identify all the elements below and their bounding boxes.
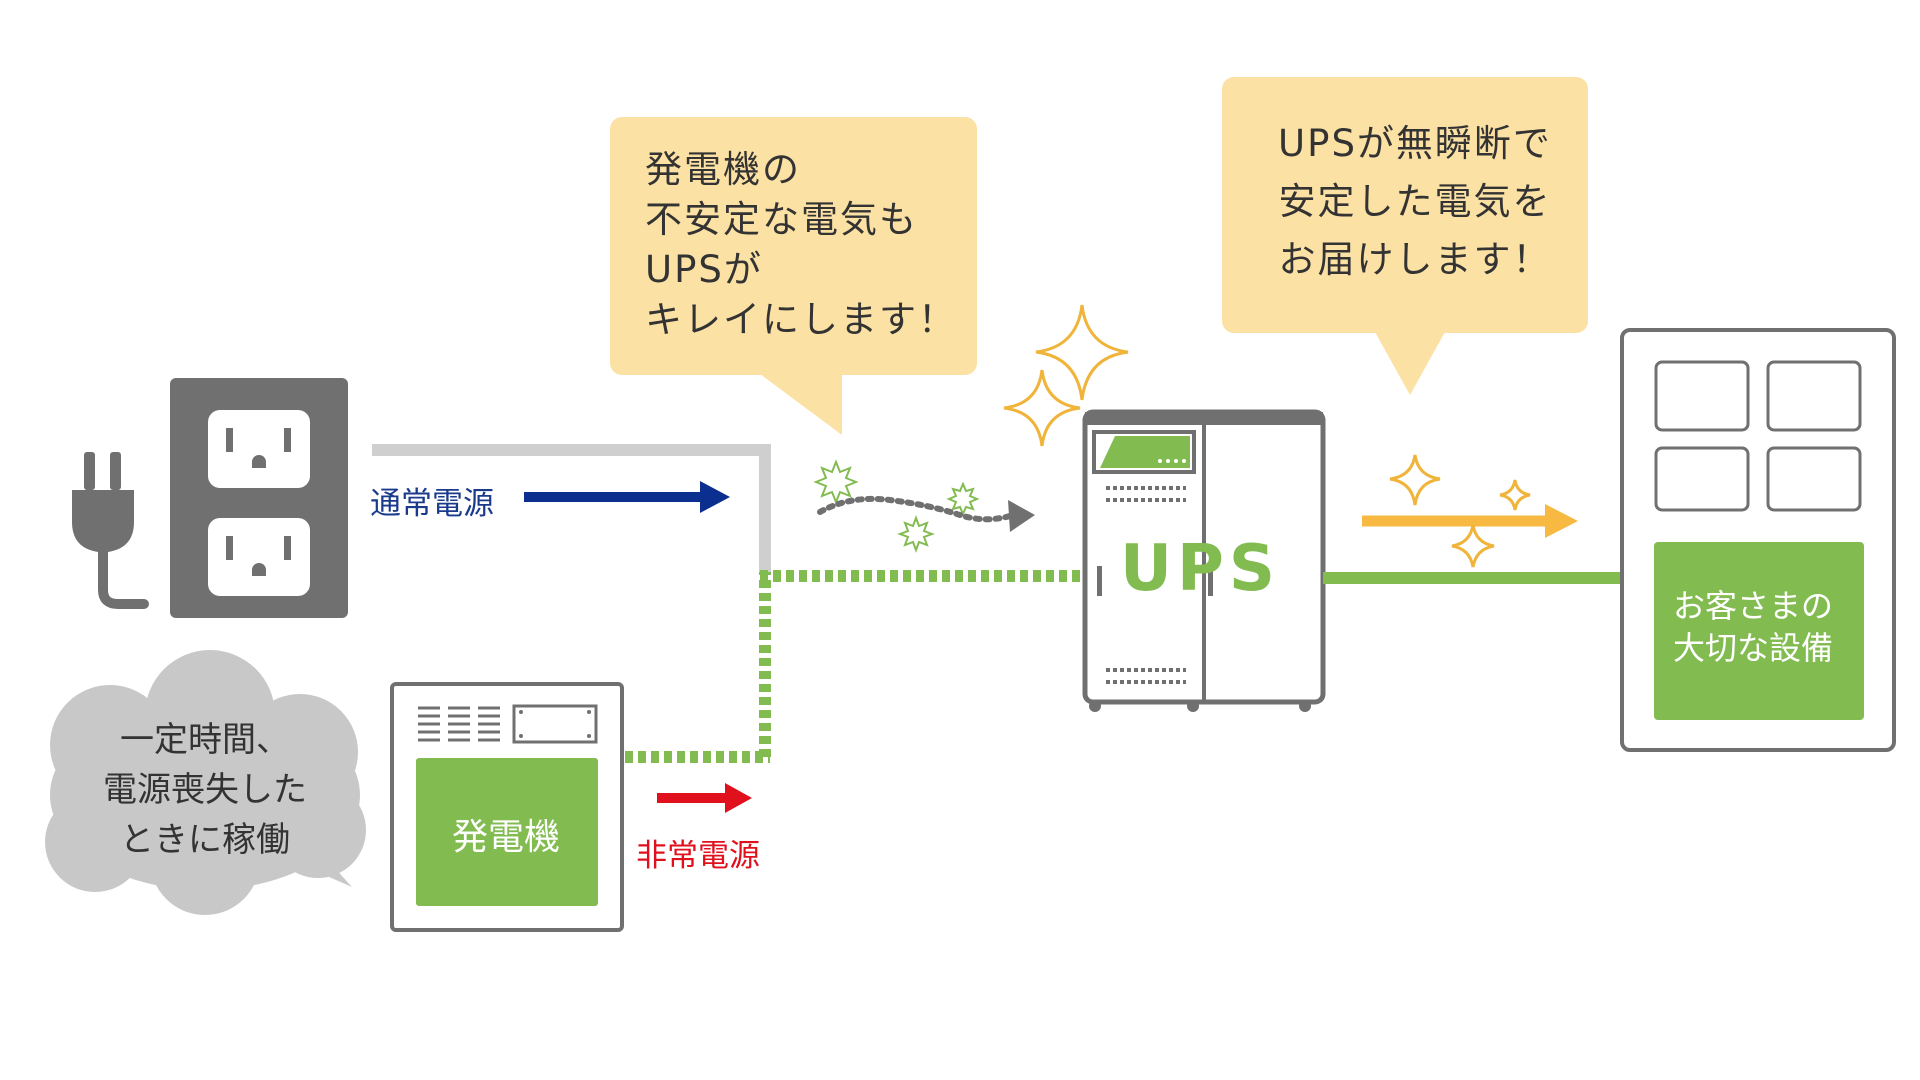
clean-power-arrow [1362, 504, 1578, 538]
plug-icon [72, 452, 149, 609]
speech-cloud [45, 650, 366, 915]
normal-power-line [372, 444, 771, 572]
noise-spark-icon [813, 459, 980, 553]
sparkle-icon [1003, 304, 1129, 447]
callout-bubble-generator [610, 117, 977, 435]
generator-unit [390, 682, 624, 932]
equipment-label: お客さまの 大切な設備 [1672, 587, 1833, 667]
noisy-power-wave-arrow [817, 495, 1035, 532]
callout-text-ups: UPSが無瞬断で 安定した電気を お届けします！ [1278, 122, 1552, 281]
customer-equipment [1620, 328, 1896, 752]
callout-text-generator: 発電機の 不安定な電気も UPSが キレイにします！ [645, 148, 957, 341]
wall-outlet-icon [170, 378, 348, 618]
sparkle-icon [1389, 454, 1531, 568]
generator-label: 発電機 [451, 817, 560, 858]
ups-cabinet [1082, 409, 1326, 712]
callout-bubble-ups [1222, 77, 1588, 395]
normal-power-label: 通常電源 [370, 486, 494, 522]
emergency-power-line [625, 570, 1080, 763]
emergency-power-label: 非常電源 [636, 838, 760, 874]
normal-power-arrow [524, 481, 730, 513]
emergency-power-arrow [657, 783, 752, 813]
speech-cloud-text: 一定時間、 電源喪失した ときに稼働 [103, 720, 307, 860]
ups-label: UPS [1120, 532, 1280, 606]
